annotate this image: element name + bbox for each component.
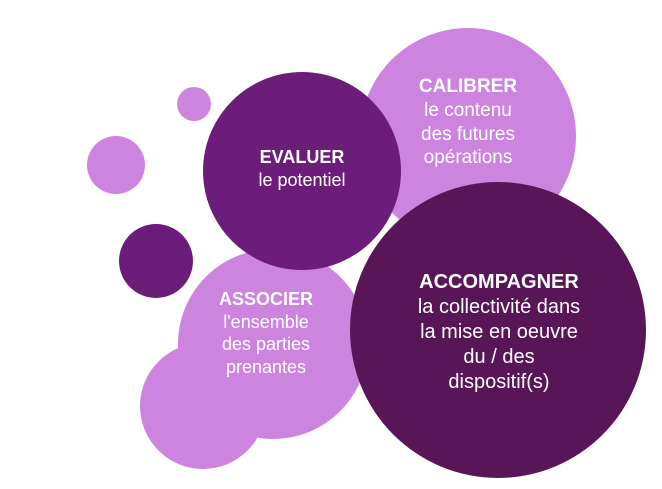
accompagner-line-1: la collectivité dans — [417, 296, 581, 318]
accompagner-title: ACCOMPAGNER — [419, 271, 579, 293]
small-decor-bubble-dark — [119, 224, 193, 298]
calibrer-title: CALIBRER — [418, 76, 518, 97]
associer-line-2: des parties — [221, 334, 311, 354]
associer-title: ASSOCIER — [218, 289, 314, 309]
calibrer-label: CALIBRER le contenu des futures opératio… — [398, 75, 538, 170]
calibrer-line-1: le contenu — [424, 99, 512, 121]
small-decor-bubble-left — [87, 136, 145, 194]
calibrer-line-3: opérations — [423, 147, 513, 169]
accompagner-line-3: du / des — [463, 346, 535, 368]
evaluer-title: EVALUER — [259, 147, 345, 167]
accompagner-bubble — [350, 182, 646, 478]
associer-line-3: prenantes — [225, 356, 307, 377]
evaluer-line-1: le potentiel — [258, 169, 346, 190]
evaluer-label: EVALUER le potentiel — [232, 146, 372, 191]
accompagner-line-4: dispositif(s) — [448, 371, 550, 393]
associer-label: ASSOCIER l'ensemble des parties prenante… — [205, 288, 327, 378]
associer-bubble-extension — [140, 343, 266, 469]
small-decor-bubble-top — [177, 87, 211, 121]
evaluer-bubble — [203, 72, 401, 270]
calibrer-line-2: des futures — [421, 123, 515, 145]
accompagner-label: ACCOMPAGNER la collectivité dans la mise… — [388, 270, 610, 395]
accompagner-line-2: la mise en oeuvre — [420, 321, 578, 343]
associer-line-1: l'ensemble — [223, 311, 309, 332]
